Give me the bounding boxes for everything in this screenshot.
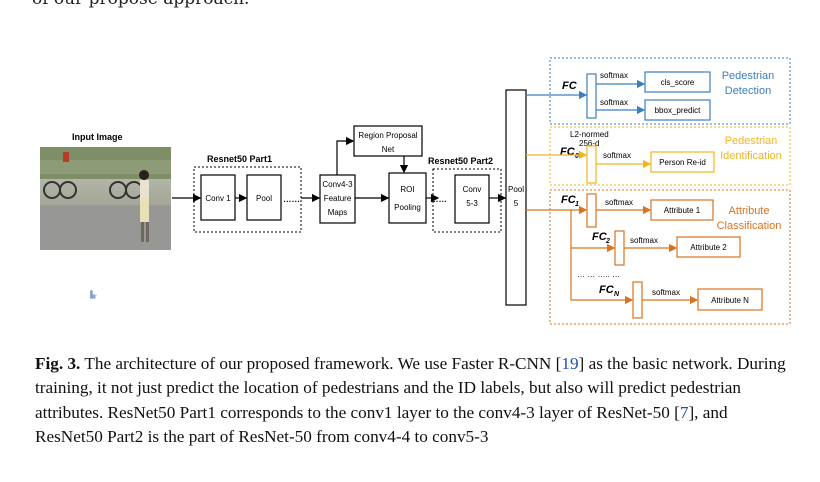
part2-group (432, 168, 502, 233)
attribute-title-1: Attribute (729, 205, 770, 217)
conv1-label: Conv 1 (205, 194, 231, 203)
identification-fc-label: FC (560, 146, 576, 158)
rpn-line-1: Region Proposal (358, 131, 417, 140)
pool-label: Pool (256, 194, 272, 203)
conv1-box (200, 174, 236, 221)
attrN-fc-label: FC (599, 284, 615, 296)
input-photo (40, 147, 171, 250)
caption-text-3: ], and ResNet50 Part2 is the part of Res… (35, 402, 728, 446)
figure-caption: Fig. 3. The architecture of our proposed… (35, 352, 795, 449)
figure-label: Fig. 3. (35, 354, 81, 373)
detection-softmax-2: softmax (600, 98, 628, 107)
roi-line-1: ROI (400, 185, 414, 194)
attr1-fc-box (586, 193, 597, 228)
conv53-box (454, 174, 490, 224)
detection-branch (549, 57, 791, 125)
attr1-fc-sub: 1 (575, 201, 579, 208)
attr1-fc-label: FC (561, 194, 577, 206)
part2-label: Resnet50 Part2 (428, 156, 493, 166)
caption-text-2: ] as the basic network. During training,… (35, 354, 786, 422)
pool-box (246, 174, 282, 221)
attribute-1-box (650, 199, 714, 221)
identification-branch (549, 126, 791, 186)
attribute-2-label: Attribute 2 (690, 243, 727, 252)
attrN-fc-sub: N (614, 291, 620, 298)
architecture-diagram: Input Image Resnet50 Part1 Conv 1 Pool …… (40, 57, 791, 325)
citation-7-link[interactable]: 7 (679, 402, 689, 422)
cls-score-label: cls_score (661, 78, 695, 87)
pool5-line-1: Pool (508, 185, 524, 194)
part1-label: Resnet50 Part1 (207, 154, 272, 164)
256d-note: 256-d (579, 139, 599, 148)
citation-19-link[interactable]: 19 (561, 354, 579, 373)
previous-paragraph-fragment: of our propose approach. (32, 0, 752, 11)
roi-line-2: Pooling (394, 203, 421, 212)
rpn-box (353, 125, 423, 157)
person-reid-label: Person Re-id (659, 158, 706, 167)
conv53-line-2: 5-3 (466, 199, 478, 208)
l2-normed-note: L2-normed (570, 130, 609, 139)
part1-group (193, 166, 302, 233)
detection-fc-label: FC (562, 80, 578, 92)
conv43-line-2: Feature (324, 194, 352, 203)
attr2-fc-sub: 2 (605, 238, 610, 245)
attribute-1-label: Attribute 1 (664, 206, 701, 215)
bbox-predict-label: bbox_predict (655, 106, 702, 115)
conv53-line-1: Conv (463, 185, 482, 194)
attr2-softmax: softmax (630, 236, 658, 245)
identification-fc-sub: 0 (575, 153, 579, 160)
attribute-n-box (697, 288, 763, 311)
attribute-title-2: Classification (717, 220, 782, 232)
identification-title-2: Identification (720, 150, 782, 162)
pool5-line-2: 5 (514, 199, 519, 208)
identification-fc-box (586, 145, 597, 184)
attribute-branch (549, 189, 791, 325)
input-image-label: Input Image (72, 132, 123, 142)
attribute-ellipsis: … … ….. … (577, 270, 620, 279)
pool5-box (505, 89, 527, 306)
detection-fc-box (586, 73, 597, 119)
conv43-line-3: Maps (328, 208, 348, 217)
attribute-2-box (676, 236, 741, 258)
identification-title-1: Pedestrian (725, 135, 778, 147)
conv43-line-1: Conv4-3 (322, 180, 353, 189)
rpn-line-2: Net (382, 145, 395, 154)
stray-icon: ▙· (89, 290, 98, 299)
detection-title-2: Detection (725, 85, 771, 97)
attribute-n-label: Attribute N (711, 296, 749, 305)
part2-ellipsis: …… (430, 194, 447, 204)
bbox-predict-box (644, 99, 711, 121)
attr2-fc-label: FC (592, 231, 608, 243)
attrN-softmax: softmax (652, 288, 680, 297)
part1-ellipsis: …… (283, 194, 300, 204)
attr1-softmax: softmax (605, 198, 633, 207)
identification-softmax: softmax (603, 151, 631, 160)
detection-softmax-1: softmax (600, 71, 628, 80)
conv43-box (319, 174, 356, 224)
detection-title-1: Pedestrian (722, 70, 775, 82)
cls-score-box (644, 71, 711, 93)
caption-text-1: The architecture of our proposed framewo… (80, 354, 562, 373)
person-reid-box (650, 151, 715, 173)
roi-box (388, 172, 427, 224)
attr2-fc-box (614, 230, 625, 266)
attrN-fc-box (632, 281, 643, 319)
